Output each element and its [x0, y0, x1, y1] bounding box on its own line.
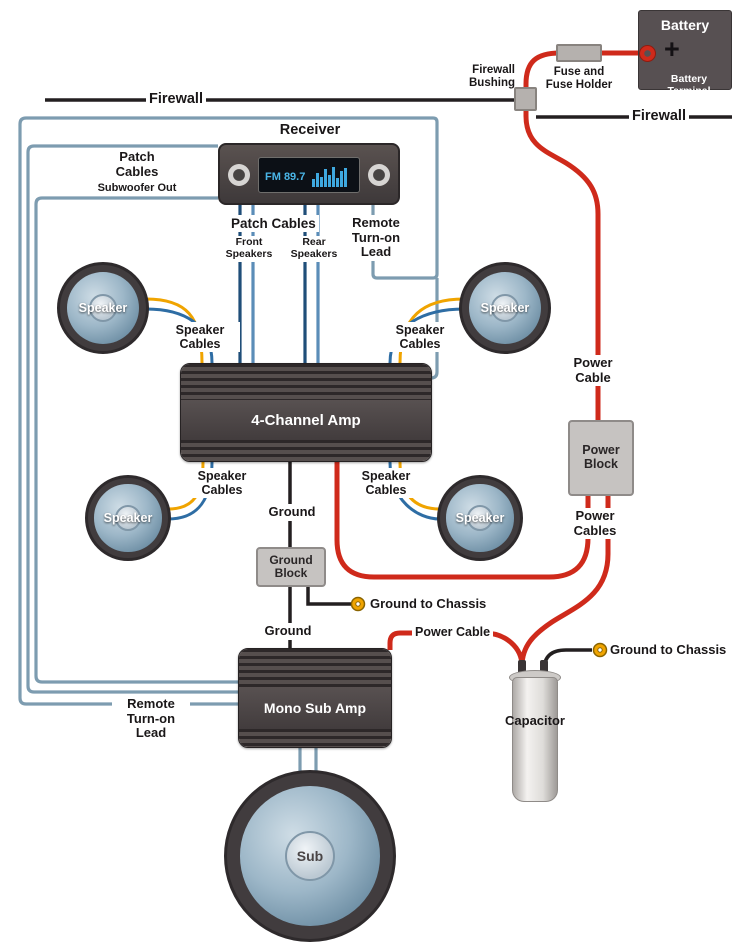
speaker-label: Speaker	[455, 511, 505, 525]
speaker-front-left: Speaker	[57, 262, 149, 354]
rear-speakers-label: Rear Speakers	[283, 236, 345, 262]
receiver: FM 89.7	[218, 143, 400, 205]
speaker-dust-cap	[88, 293, 118, 323]
amp4-heatsink-top	[181, 364, 431, 400]
fuse-holder	[556, 44, 602, 62]
speaker-front-right: Speaker	[459, 262, 551, 354]
ground-to-chassis-label-2: Ground to Chassis	[610, 642, 727, 657]
power-cable-battery-to-block	[523, 50, 648, 420]
power-cables-label: Power Cables	[560, 508, 630, 540]
speaker-rear-left: Speaker	[85, 475, 171, 561]
power-cable-block-to-capacitor	[519, 496, 611, 667]
receiver-label: Receiver	[279, 122, 341, 138]
subwoofer-patch-subtitle: Subwoofer Out	[97, 182, 177, 194]
power-cable-capacitor-to-mono	[387, 630, 525, 667]
mono-amp-label: Mono Sub Amp	[263, 700, 367, 716]
speaker-label: Speaker	[103, 511, 153, 525]
ground-to-chassis-label-1: Ground to Chassis	[370, 596, 487, 611]
remote-turnon-lead-amp4-branch	[430, 278, 439, 380]
front-speakers-label: Front Speakers	[218, 236, 280, 262]
remote-turnon-label-top: Remote Turn-on Lead	[339, 215, 413, 261]
speaker-cone: Speaker	[94, 484, 162, 552]
receiver-display: FM 89.7	[258, 157, 360, 193]
power-cable-label: Power Cable	[560, 355, 626, 387]
speaker-cables-label-fr: Speaker Cables	[380, 322, 460, 352]
speaker-cables-label-rr: Speaker Cables	[346, 468, 426, 498]
four-channel-amp: 4-Channel Amp	[180, 363, 432, 462]
receiver-knob-left	[228, 164, 250, 186]
capacitor-label: Capacitor	[505, 713, 565, 728]
speaker-label: Speaker	[480, 300, 530, 315]
receiver-knob-right	[368, 164, 390, 186]
ground-wire-capacitor-chassis	[542, 648, 592, 671]
remote-turnon-lead-loop	[18, 116, 439, 706]
chassis-ring-terminal-1	[350, 596, 366, 612]
subwoofer-patch-cable-2	[34, 196, 238, 684]
speaker-cables-label-rl: Speaker Cables	[182, 468, 262, 498]
speaker-dust-cap	[114, 504, 142, 532]
subwoofer-patch-title: Patch Cables	[115, 149, 159, 179]
speaker-rear-right: Speaker	[437, 475, 523, 561]
amp4-heatsink-bottom	[181, 440, 431, 461]
battery-box: Battery Battery Terminal	[638, 10, 732, 97]
ground-label-top: Ground	[262, 504, 322, 521]
amp4-label: 4-Channel Amp	[251, 411, 361, 429]
ground-wire-block-to-chassis	[306, 587, 352, 606]
ground-block-label: Ground Block	[269, 552, 313, 580]
power-block-label: Power Block	[582, 443, 620, 471]
chassis-ring-terminal-2	[592, 642, 608, 658]
receiver-frequency: FM 89.7	[265, 171, 306, 183]
mono-amp-heatsink-bottom	[239, 729, 391, 747]
firewall-right-label: Firewall	[629, 107, 689, 126]
speaker-cone: Speaker	[468, 271, 542, 345]
firewall-left-label: Firewall	[146, 90, 206, 109]
patch-cables-label: Patch Cables	[228, 215, 319, 233]
subwoofer-cone: Sub	[240, 786, 380, 926]
speaker-cables-label-fl: Speaker Cables	[160, 322, 240, 352]
ground-block: Ground Block	[256, 547, 326, 587]
battery-terminal-label: Battery Terminal	[667, 73, 711, 98]
subwoofer: Sub	[224, 770, 396, 942]
power-block: Power Block	[568, 420, 634, 496]
speaker-cone: Speaker	[446, 484, 514, 552]
speaker-dust-cap	[466, 504, 494, 532]
capacitor-post-positive	[518, 660, 526, 675]
mono-sub-amp: Mono Sub Amp	[238, 648, 392, 748]
remote-turnon-label-bottom: Remote Turn-on Lead	[112, 696, 190, 742]
speaker-dust-cap	[490, 293, 520, 323]
firewall-bushing-label: Firewall Bushing	[469, 64, 515, 89]
power-cable-mid-label: Power Cable	[412, 624, 494, 640]
ground-label-bottom: Ground	[258, 623, 318, 640]
battery-title: Battery	[660, 17, 710, 33]
mono-amp-heatsink-top	[239, 649, 391, 687]
subwoofer-label: Sub	[296, 848, 324, 864]
fuse-holder-label: Fuse and Fuse Holder	[545, 66, 613, 91]
firewall-bushing	[514, 87, 537, 111]
capacitor-body	[512, 677, 558, 802]
subwoofer-patch-cable-1	[26, 144, 238, 694]
subwoofer-dust-cap	[285, 831, 335, 881]
battery-ring-terminal-icon	[639, 45, 656, 62]
speaker-cone: Speaker	[66, 271, 140, 345]
speaker-label: Speaker	[78, 300, 128, 315]
capacitor-post-negative	[540, 660, 548, 675]
spectrum-bars-icon	[312, 165, 347, 187]
power-cable-block-to-amp4	[334, 462, 591, 580]
battery-plus-sign: +	[664, 34, 680, 64]
